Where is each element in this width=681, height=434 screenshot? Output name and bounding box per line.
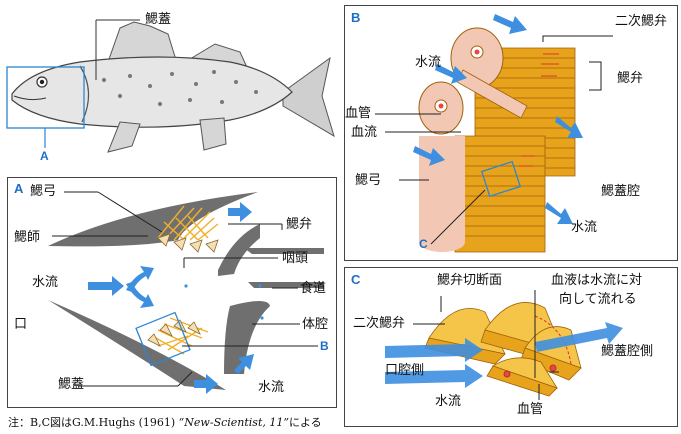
footnote-prefix: 注：B,C図はG.M.Hughs (1961) bbox=[8, 416, 179, 429]
mouth-label: 口 bbox=[14, 317, 28, 332]
pointer-b-label: B bbox=[320, 339, 329, 353]
operculum-label-a: 鰓蓋 bbox=[58, 377, 85, 392]
water-flow-out-label: 水流 bbox=[258, 380, 285, 395]
opercular-cavity-label: 鰓蓋腔 bbox=[601, 184, 641, 199]
blood-flow-label: 血流 bbox=[351, 125, 378, 140]
panel-c: C 鰓弁切断面 血液は水流に対 向して流れる 二次鰓弁 鰓蓋腔側 口腔側 水流 … bbox=[344, 267, 678, 427]
pointer-a-label: A bbox=[40, 149, 49, 163]
water-flow-label-c: 水流 bbox=[435, 394, 462, 409]
gill-raker-label: 鰓師 bbox=[14, 230, 41, 245]
note-line2: 向して流れる bbox=[559, 292, 637, 307]
gill-filament-label-b: 鰓弁 bbox=[617, 71, 644, 86]
body-cavity-label: 体腔 bbox=[302, 317, 329, 332]
gill-filament-label-a: 鰓弁 bbox=[286, 217, 313, 232]
footnote-journal: “New-Scientist, 11” bbox=[178, 416, 289, 429]
panel-a: A 鰓弓 鰓師 水流 口 鰓蓋 鰓弁 咽頭 食道 体腔 B 水流 bbox=[7, 177, 337, 408]
blood-vessel-label-c: 血管 bbox=[517, 402, 544, 417]
blood-vessel-label-b: 血管 bbox=[345, 106, 372, 121]
water-flow-top-label: 水流 bbox=[415, 55, 442, 70]
panel-a-tag: A bbox=[14, 181, 24, 196]
opercular-side-label: 鰓蓋腔側 bbox=[601, 344, 654, 359]
panel-b-drawing bbox=[375, 14, 613, 253]
cross-section-label: 鰓弁切断面 bbox=[437, 273, 503, 288]
operculum-label: 鰓蓋 bbox=[145, 12, 172, 27]
mouth-side-label: 口腔側 bbox=[385, 363, 425, 378]
panel-b-tag: B bbox=[351, 10, 361, 25]
gill-arch-label-b: 鰓弓 bbox=[355, 173, 382, 188]
panel-c-drawing bbox=[385, 290, 623, 400]
secondary-lamella-label-b: 二次鰓弁 bbox=[615, 14, 668, 29]
pointer-c-label: C bbox=[419, 237, 428, 251]
water-flow-bottom-label: 水流 bbox=[571, 220, 598, 235]
note-line1: 血液は水流に対 bbox=[551, 273, 643, 288]
panel-b: B 二次鰓弁 水流 鰓弁 血管 血流 鰓弓 鰓蓋腔 水流 C bbox=[344, 5, 678, 261]
esophagus-label: 食道 bbox=[300, 281, 327, 296]
secondary-lamella-label-c: 二次鰓弁 bbox=[353, 316, 406, 331]
panel-c-tag: C bbox=[351, 272, 361, 287]
footnote: 注：B,C図はG.M.Hughs (1961) “New-Scientist, … bbox=[8, 414, 322, 430]
water-flow-in-label: 水流 bbox=[32, 275, 59, 290]
pharynx-label: 咽頭 bbox=[282, 251, 309, 266]
panel-a-drawing bbox=[48, 191, 324, 394]
gill-arch-label: 鰓弓 bbox=[30, 184, 57, 199]
footnote-suffix: による bbox=[289, 416, 322, 429]
